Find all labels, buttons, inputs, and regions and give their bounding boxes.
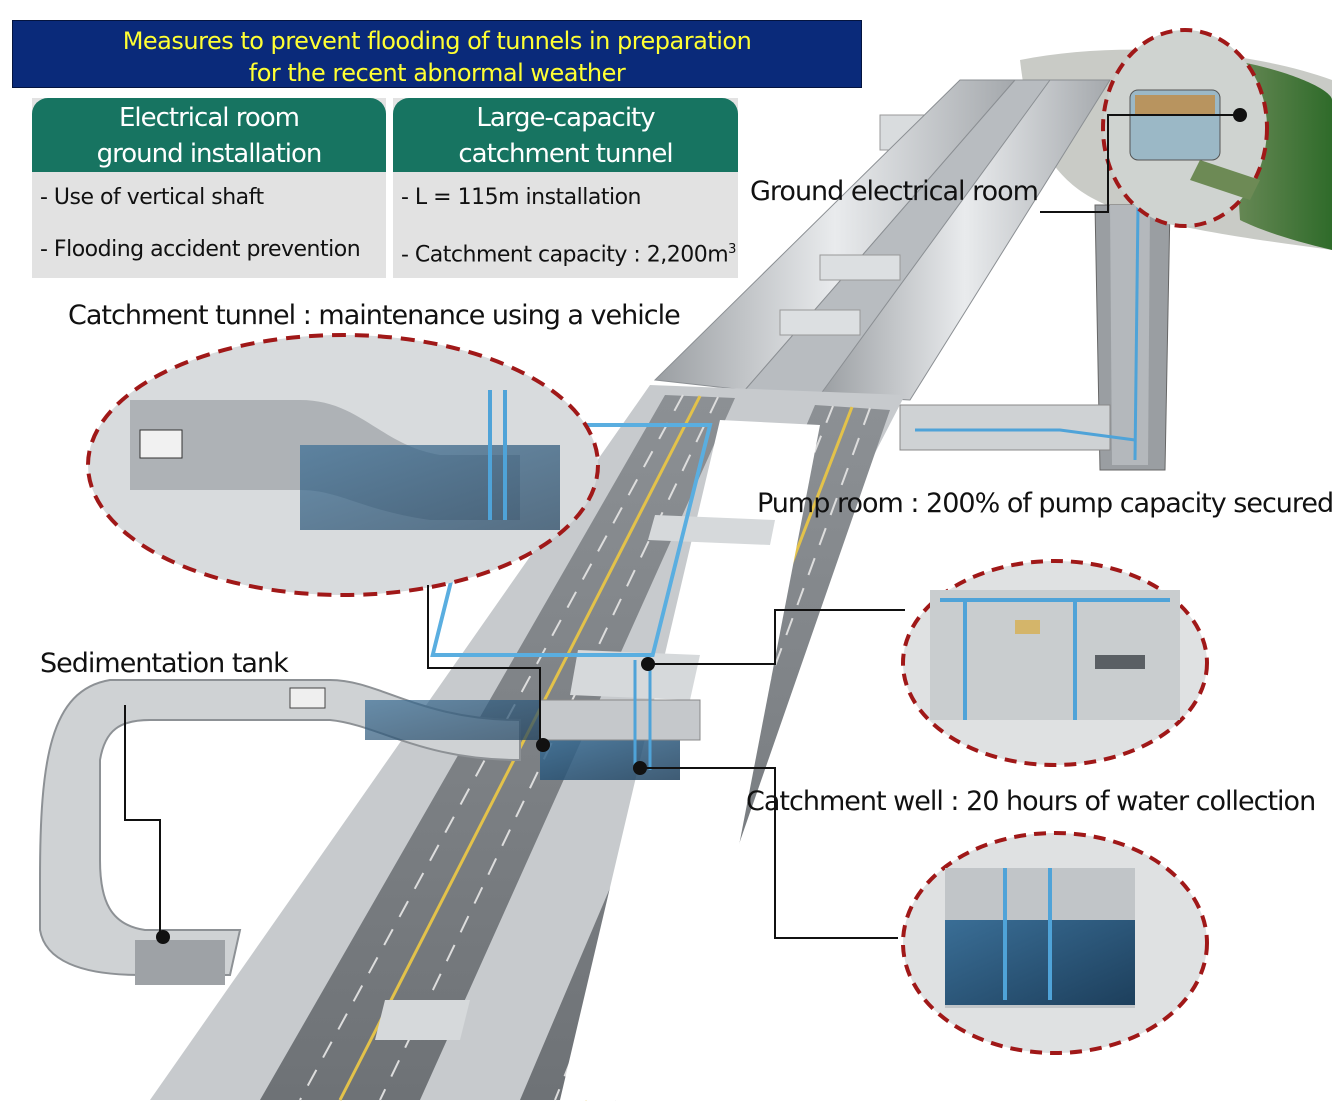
leader-lines bbox=[124, 114, 1237, 939]
central-void bbox=[375, 420, 820, 1100]
capacity-unit-superscript: 3 bbox=[728, 242, 736, 257]
panel-item: - Use of vertical shaft bbox=[40, 185, 264, 210]
panel-catchment-tunnel-header: Large-capacity catchment tunnel bbox=[393, 98, 738, 172]
panel-title-line: ground installation bbox=[96, 139, 323, 169]
vertical-shaft bbox=[1094, 204, 1171, 471]
catchment-loop bbox=[39, 679, 540, 985]
title-line-2: for the recent abnormal weather bbox=[248, 59, 626, 87]
panel-title-line: Large-capacity bbox=[476, 103, 655, 133]
leader-dots bbox=[156, 108, 1247, 944]
label-sedimentation-tank: Sedimentation tank bbox=[40, 648, 289, 679]
panel-electrical-room: Electrical room ground installation - Us… bbox=[32, 98, 386, 278]
callout-ground-electrical-room bbox=[1101, 28, 1269, 228]
capacity-text: - Catchment capacity : 2,200m bbox=[401, 242, 729, 268]
panel-title-line: Electrical room bbox=[118, 103, 300, 133]
callout-catchment-well bbox=[901, 831, 1209, 1055]
panel-electrical-room-header: Electrical room ground installation bbox=[32, 98, 386, 172]
label-catchment-tunnel: Catchment tunnel : maintenance using a v… bbox=[68, 300, 681, 331]
label-catchment-well: Catchment well : 20 hours of water colle… bbox=[746, 786, 1316, 817]
panel-item-capacity: - Catchment capacity : 2,200m3 bbox=[393, 224, 738, 276]
panel-catchment-tunnel: Large-capacity catchment tunnel - L = 11… bbox=[393, 98, 738, 278]
callout-catchment-tunnel bbox=[86, 333, 600, 597]
label-pump-room: Pump room : 200% of pump capacity secure… bbox=[757, 488, 1332, 519]
title-line-1: Measures to prevent flooding of tunnels … bbox=[122, 27, 752, 55]
title-banner: Measures to prevent flooding of tunnels … bbox=[12, 20, 862, 88]
callout-pump-room bbox=[901, 559, 1209, 767]
panel-item: - Flooding accident prevention bbox=[40, 237, 361, 262]
connection-gallery bbox=[899, 404, 1111, 451]
label-ground-electrical-room: Ground electrical room bbox=[750, 176, 1039, 207]
tunnel-tubes bbox=[653, 79, 1111, 401]
panel-title-line: catchment tunnel bbox=[458, 139, 673, 169]
panel-item: - L = 115m installation bbox=[401, 185, 642, 210]
